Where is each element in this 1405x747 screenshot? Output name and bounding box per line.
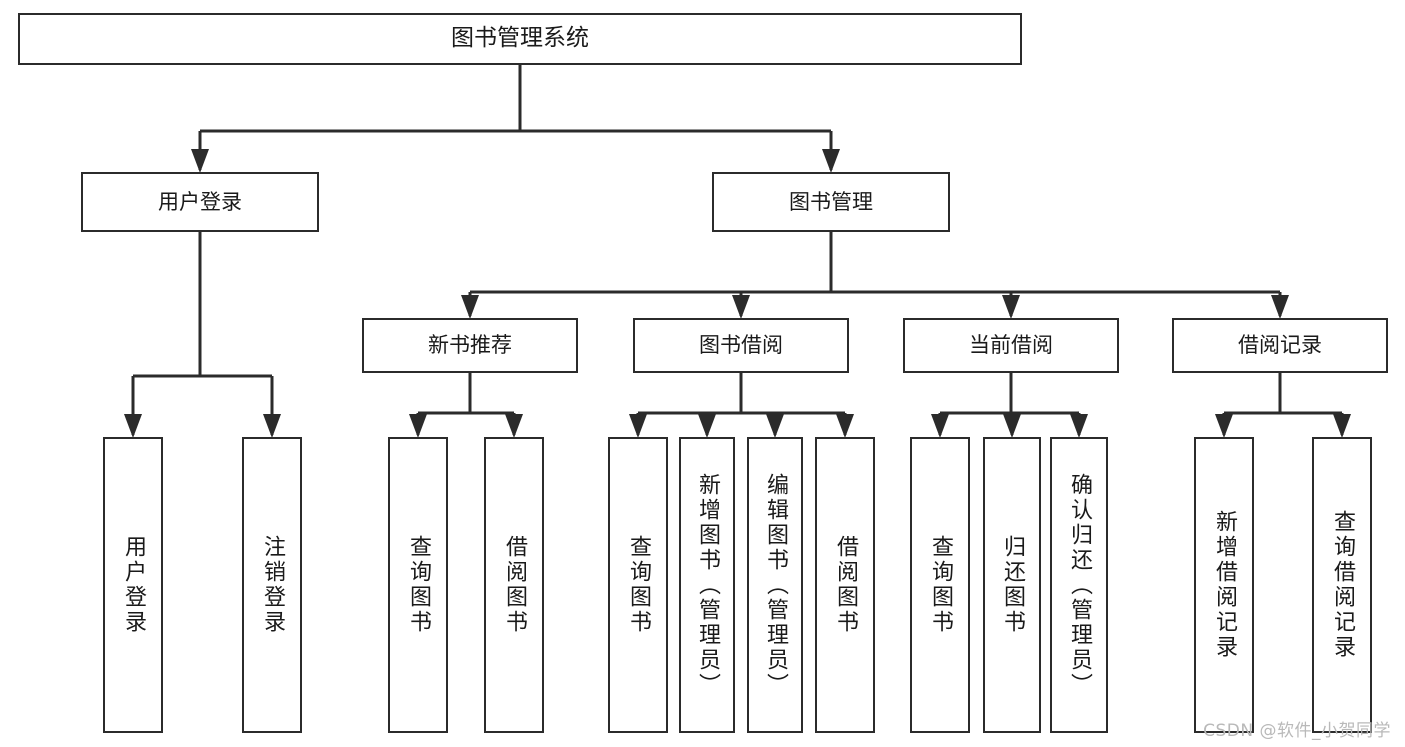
node-leaf-query-book-1[interactable]: 查询图书: [388, 437, 448, 733]
node-label: 新书推荐: [428, 333, 512, 358]
arrowhead-icon: [1002, 295, 1020, 319]
node-leaf-borrow-book-1[interactable]: 借阅图书: [484, 437, 544, 733]
node-borrow-record[interactable]: 借阅记录: [1172, 318, 1388, 373]
arrowhead-icon: [191, 149, 209, 173]
node-label: 图书管理系统: [451, 25, 589, 52]
node-leaf-query-book-2[interactable]: 查询图书: [608, 437, 668, 733]
node-label: 归还图书: [1000, 535, 1025, 635]
arrowhead-icon: [698, 414, 716, 438]
node-leaf-user-login[interactable]: 用户登录: [103, 437, 163, 733]
node-label: 用户登录: [121, 535, 146, 635]
arrowhead-icon: [461, 295, 479, 319]
node-label: 编辑图书（管理员）: [763, 472, 788, 698]
arrowhead-icon: [1003, 414, 1021, 438]
node-label: 借阅记录: [1238, 333, 1322, 358]
node-root[interactable]: 图书管理系统: [18, 13, 1022, 65]
arrowhead-icon: [822, 149, 840, 173]
node-label: 图书借阅: [699, 333, 783, 358]
node-leaf-borrow-book-2[interactable]: 借阅图书: [815, 437, 875, 733]
arrowhead-icon: [836, 414, 854, 438]
arrowhead-icon: [124, 414, 142, 438]
arrowhead-icon: [409, 414, 427, 438]
node-book-borrow[interactable]: 图书借阅: [633, 318, 849, 373]
node-user-login[interactable]: 用户登录: [81, 172, 319, 232]
node-current-borrow[interactable]: 当前借阅: [903, 318, 1119, 373]
node-leaf-add-record[interactable]: 新增借阅记录: [1194, 437, 1254, 733]
arrowhead-icon: [629, 414, 647, 438]
node-leaf-logout[interactable]: 注销登录: [242, 437, 302, 733]
node-label: 注销登录: [260, 535, 285, 635]
arrowhead-icon: [1070, 414, 1088, 438]
node-label: 新增借阅记录: [1212, 510, 1237, 660]
node-leaf-edit-book[interactable]: 编辑图书（管理员）: [747, 437, 803, 733]
node-label: 确认归还（管理员）: [1067, 472, 1092, 698]
node-label: 用户登录: [158, 189, 242, 214]
node-new-book-rec[interactable]: 新书推荐: [362, 318, 578, 373]
node-label: 当前借阅: [969, 333, 1053, 358]
node-leaf-query-book-3[interactable]: 查询图书: [910, 437, 970, 733]
arrowhead-icon: [931, 414, 949, 438]
node-label: 查询图书: [626, 535, 651, 635]
node-leaf-add-book[interactable]: 新增图书（管理员）: [679, 437, 735, 733]
node-leaf-confirm-ret[interactable]: 确认归还（管理员）: [1050, 437, 1108, 733]
node-label: 借阅图书: [833, 535, 858, 635]
arrowhead-icon: [1333, 414, 1351, 438]
arrowhead-icon: [1271, 295, 1289, 319]
node-label: 图书管理: [789, 189, 873, 214]
arrowhead-icon: [766, 414, 784, 438]
node-label: 查询借阅记录: [1330, 510, 1355, 660]
node-book-manage[interactable]: 图书管理: [712, 172, 950, 232]
arrowhead-icon: [263, 414, 281, 438]
arrowhead-icon: [732, 295, 750, 319]
watermark: CSDN @软件_小贺同学: [1203, 721, 1391, 741]
node-leaf-return-book[interactable]: 归还图书: [983, 437, 1041, 733]
node-label: 新增图书（管理员）: [695, 472, 720, 698]
node-label: 借阅图书: [502, 535, 527, 635]
node-label: 查询图书: [928, 535, 953, 635]
arrowhead-icon: [1215, 414, 1233, 438]
arrowhead-icon: [505, 414, 523, 438]
node-label: 查询图书: [406, 535, 431, 635]
node-leaf-query-record[interactable]: 查询借阅记录: [1312, 437, 1372, 733]
